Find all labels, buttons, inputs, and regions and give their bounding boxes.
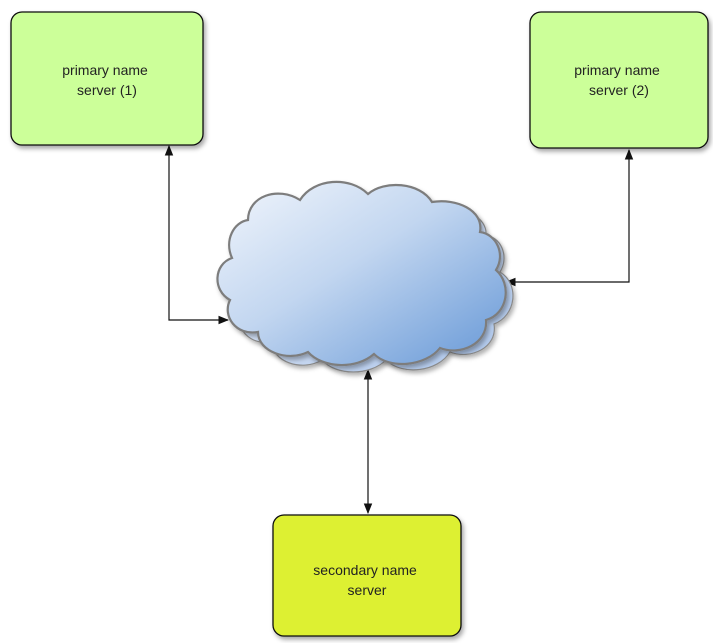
secondary-name-server-box: [272, 514, 462, 637]
primary-name-server-1-line2: server (1): [77, 82, 137, 98]
svg-text:secondary name server: secondary name server: [313, 562, 420, 598]
secondary-name-server-line2: server: [348, 582, 387, 598]
primary-name-server-2-box: [529, 11, 709, 149]
primary-name-server-1-box: [10, 11, 204, 146]
primary-name-server-2-line2: server (2): [589, 82, 649, 98]
secondary-name-server-line1: secondary name: [313, 562, 417, 578]
network-cloud: [216, 180, 514, 373]
cloud-front-shape: [216, 180, 507, 367]
primary-name-server-1: primary name server (1): [10, 11, 204, 146]
primary-name-server-2: primary name server (2): [529, 11, 709, 149]
primary-name-server-1-line1: primary name: [62, 62, 148, 78]
secondary-name-server: secondary name server: [272, 514, 462, 637]
primary-name-server-2-line1: primary name: [574, 62, 660, 78]
connector-primary-1-network: [164, 144, 230, 325]
svg-text:primary name server (1): primary name server (1): [62, 62, 151, 98]
connector-primary-2-network: [504, 148, 634, 287]
svg-text:primary name server (2): primary name server (2): [574, 62, 663, 98]
